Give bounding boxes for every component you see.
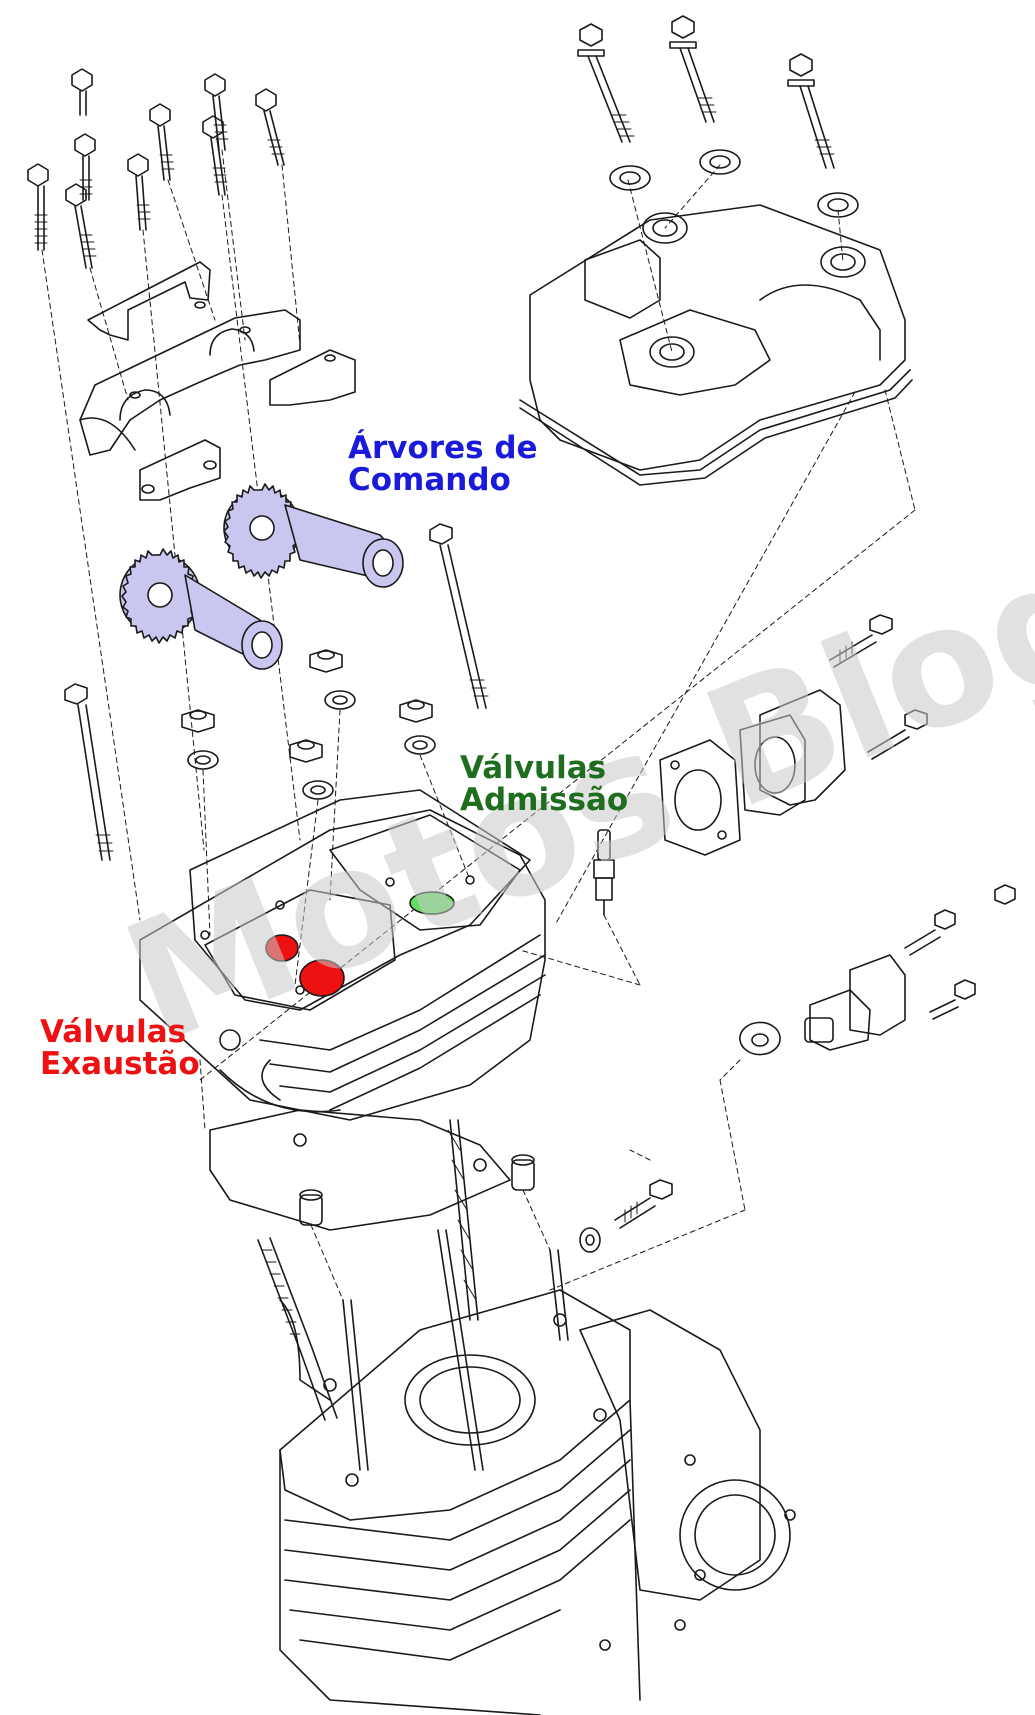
camshafts-label-line1: Árvores de	[348, 430, 538, 466]
bolt	[27, 163, 49, 251]
camshaft-front	[119, 548, 283, 670]
starter-motor	[579, 1309, 796, 1651]
valve-cover	[519, 204, 913, 486]
exhaust-valve-2	[299, 959, 345, 997]
exhaust-valves-label: Válvulas Exaustão	[40, 1016, 200, 1080]
cylinder-block	[279, 1289, 641, 1715]
intake-valves-label-line1: Válvulas	[460, 750, 607, 786]
camshafts-label: Árvores de Comando	[348, 432, 538, 496]
cam-chain-tensioner	[739, 884, 1016, 1056]
valve-cover-bolts	[577, 15, 859, 218]
cover-guide-lines	[199, 164, 916, 1081]
intake-valves-label: Válvulas Admissão	[460, 752, 628, 816]
bolts-group-left	[27, 68, 285, 269]
head-dowels	[299, 1154, 535, 1226]
intake-valve	[409, 891, 455, 915]
exhaust-valves-label-line2: Exaustão	[40, 1046, 200, 1082]
bolt	[127, 153, 151, 231]
long-stud-right	[429, 523, 489, 709]
bolt	[74, 133, 96, 201]
tensioner-guide-lines	[549, 1059, 746, 1291]
exhaust-valve-1	[265, 934, 299, 962]
cam-chain	[257, 1237, 338, 1421]
cylinder-studs	[342, 1119, 569, 1471]
bolt	[71, 68, 93, 116]
bolt	[255, 88, 285, 166]
exhaust-valves-label-line1: Válvulas	[40, 1014, 187, 1050]
camshaft-holders	[79, 261, 356, 501]
camshafts-label-line2: Comando	[348, 462, 511, 498]
plug-guide-lines	[519, 391, 856, 986]
valve-caps	[181, 649, 436, 800]
bolt-and-washer	[579, 1179, 673, 1253]
bolt	[202, 115, 228, 196]
intake-valves-label-line2: Admissão	[460, 782, 629, 818]
bolt	[149, 103, 175, 181]
long-stud-left	[64, 683, 114, 861]
block-guide-lines	[310, 1189, 551, 1301]
bolt	[65, 183, 97, 269]
spark-plug	[593, 829, 615, 916]
intake-manifold	[659, 614, 928, 856]
cylinder-head	[139, 789, 546, 1231]
camshaft-rear	[223, 483, 404, 588]
